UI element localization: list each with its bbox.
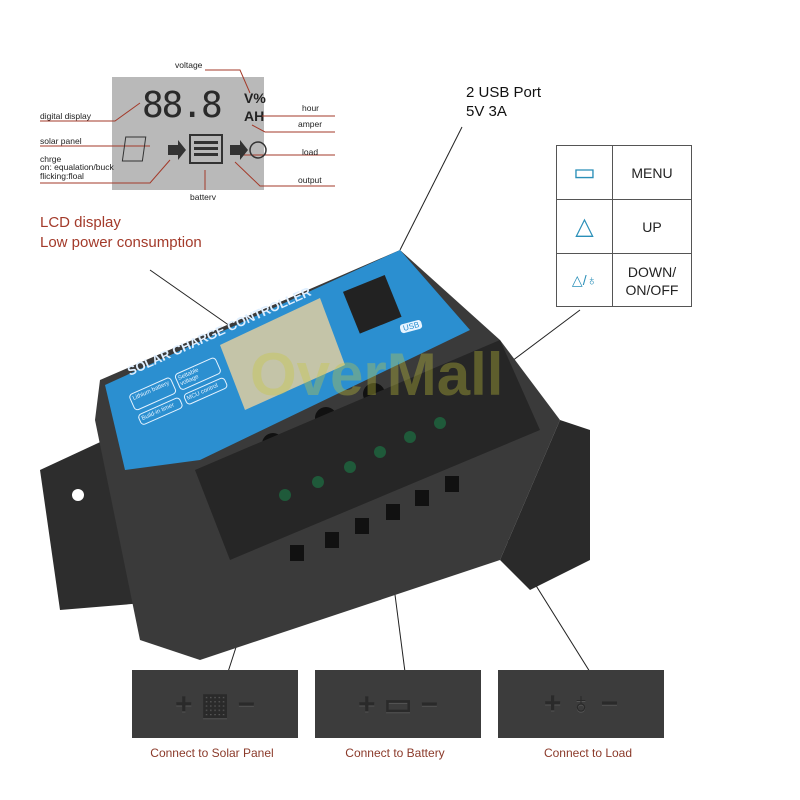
label-amper: amper — [298, 119, 323, 129]
key-menu-label: MENU — [631, 164, 673, 181]
key-up-label: UP — [642, 218, 662, 235]
label-charge-1: chrge — [40, 154, 62, 164]
label-output: output — [298, 175, 322, 185]
label-load: load — [302, 147, 319, 157]
down-bulb-icon: △/♁ — [557, 254, 613, 307]
lcd-feature-line2: Low power consumption — [40, 234, 202, 251]
label-solar-panel: solar panel — [40, 136, 82, 146]
up-icon: △ — [557, 200, 613, 253]
key-down: △/♁ DOWN/ ON/OFF — [557, 254, 691, 307]
battery-terminal-photo: + ▭ − — [315, 670, 481, 738]
key-down-label: DOWN/ ON/OFF — [625, 263, 679, 298]
label-voltage: voltage — [175, 60, 203, 70]
menu-icon: ▭ — [557, 146, 613, 199]
lcd-unit-bottom: AH — [244, 108, 265, 124]
label-battery: batterv — [190, 192, 216, 202]
usb-line2: 5V 3A — [466, 103, 507, 120]
label-charge-3: flicking:floal — [40, 171, 84, 181]
key-menu: ▭ MENU — [557, 146, 691, 200]
lcd-feature-line1: LCD display — [40, 214, 121, 231]
label-digital-display: digital display — [40, 111, 92, 121]
usb-line1: 2 USB Port — [466, 84, 542, 101]
lcd-digits: 88.8 — [142, 85, 223, 126]
load-terminal-photo: + ♁ − — [498, 670, 664, 738]
charge-controller — [40, 250, 590, 660]
caption-load: Connect to Load — [543, 746, 633, 760]
label-hour: hour — [302, 103, 320, 113]
key-legend: ▭ MENU △ UP △/♁ DOWN/ ON/OFF — [556, 145, 692, 307]
label-charge-2: on: equalation/buck — [40, 162, 114, 172]
lcd-unit-top: V% — [244, 90, 266, 106]
watermark: OverMall — [250, 341, 504, 408]
solar-terminal-photo: + ▦ − — [132, 670, 298, 738]
caption-battery: Connect to Battery — [345, 746, 445, 760]
key-up: △ UP — [557, 200, 691, 254]
lcd-diagram — [112, 77, 264, 190]
caption-solar: Connect to Solar Panel — [150, 746, 274, 760]
